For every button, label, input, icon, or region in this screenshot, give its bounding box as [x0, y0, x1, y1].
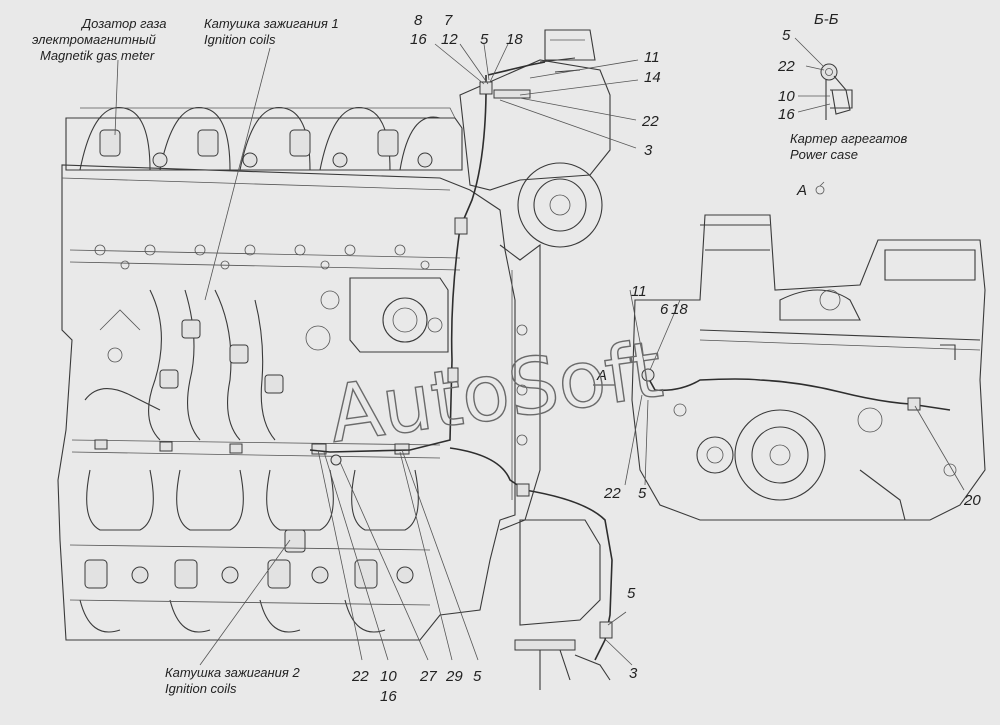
callout-top-18: 18 [506, 31, 523, 48]
captions: Дозатор газа электромагнитный Magnetik g… [32, 11, 908, 696]
callout-top-12: 12 [441, 31, 458, 48]
power-case-caption-ru: Картер агрегатов [790, 131, 908, 146]
leader-lines-top [114, 43, 639, 301]
harness-clips-row [94, 439, 410, 466]
callout-view-a-6: 6 [660, 301, 669, 318]
callout-bottom-10: 10 [380, 668, 397, 685]
callout-bottom-22: 22 [351, 668, 369, 685]
callout-bottom-16: 16 [380, 688, 397, 705]
callout-mid-right-5: 5 [627, 585, 636, 602]
callout-top-8: 8 [414, 12, 423, 29]
callout-bottom-5: 5 [473, 668, 482, 685]
middle-harness [84, 289, 284, 441]
coil1-caption-ru: Катушка зажигания 1 [204, 16, 339, 31]
engine-main-view [57, 29, 639, 690]
callout-view-a-18: 18 [671, 301, 688, 318]
bolt-row-upper [94, 244, 430, 270]
coil2-caption-en: Ignition coils [165, 681, 237, 696]
ignition-coils-bottom [69, 529, 431, 606]
callout-view-a-22: 22 [603, 485, 621, 502]
gas-meter-caption-ru-1: Дозатор газа [80, 16, 166, 31]
gas-meter-caption-ru-2: электромагнитный [32, 32, 156, 47]
view-a-title: A [796, 182, 807, 199]
view-a [593, 181, 986, 521]
throttle-body [305, 277, 449, 353]
callout-bb-22: 22 [777, 58, 795, 75]
leader-lines-bottom [199, 449, 633, 666]
watermark-text: AutoSoft [324, 325, 668, 461]
callout-mid-right-3: 3 [629, 665, 638, 682]
callout-top-7: 7 [444, 12, 453, 29]
callout-bottom-27: 27 [419, 668, 437, 685]
front-cover [459, 29, 611, 690]
power-case-caption-en: Power case [790, 147, 858, 162]
callout-right-22: 22 [641, 113, 659, 130]
callout-view-a-20: 20 [963, 492, 981, 509]
ignition-coils-top [99, 129, 433, 168]
callout-right-3: 3 [644, 142, 653, 159]
gas-meter-caption-en: Magnetik gas meter [40, 48, 155, 63]
callout-bb-5: 5 [782, 27, 791, 44]
sensor-harness [309, 57, 613, 661]
callout-numbers: 8 7 16 12 5 18 11 14 22 3 5 22 10 16 11 … [351, 12, 981, 705]
callout-view-a-5: 5 [638, 485, 647, 502]
view-a-marker: A [596, 367, 607, 384]
callout-top-16: 16 [410, 31, 427, 48]
coil1-caption-en: Ignition coils [204, 32, 276, 47]
callout-view-a-11: 11 [631, 283, 647, 300]
coil2-caption-ru: Катушка зажигания 2 [165, 665, 300, 680]
callout-bottom-29: 29 [445, 668, 463, 685]
callout-bb-10: 10 [778, 88, 795, 105]
callout-right-14: 14 [644, 69, 661, 86]
callout-top-5: 5 [480, 31, 489, 48]
callout-right-11: 11 [644, 49, 660, 66]
intake-runners-bottom [79, 469, 419, 633]
section-bb-title: Б-Б [814, 11, 839, 28]
section-bb-view [794, 37, 853, 120]
callout-bb-16: 16 [778, 106, 795, 123]
